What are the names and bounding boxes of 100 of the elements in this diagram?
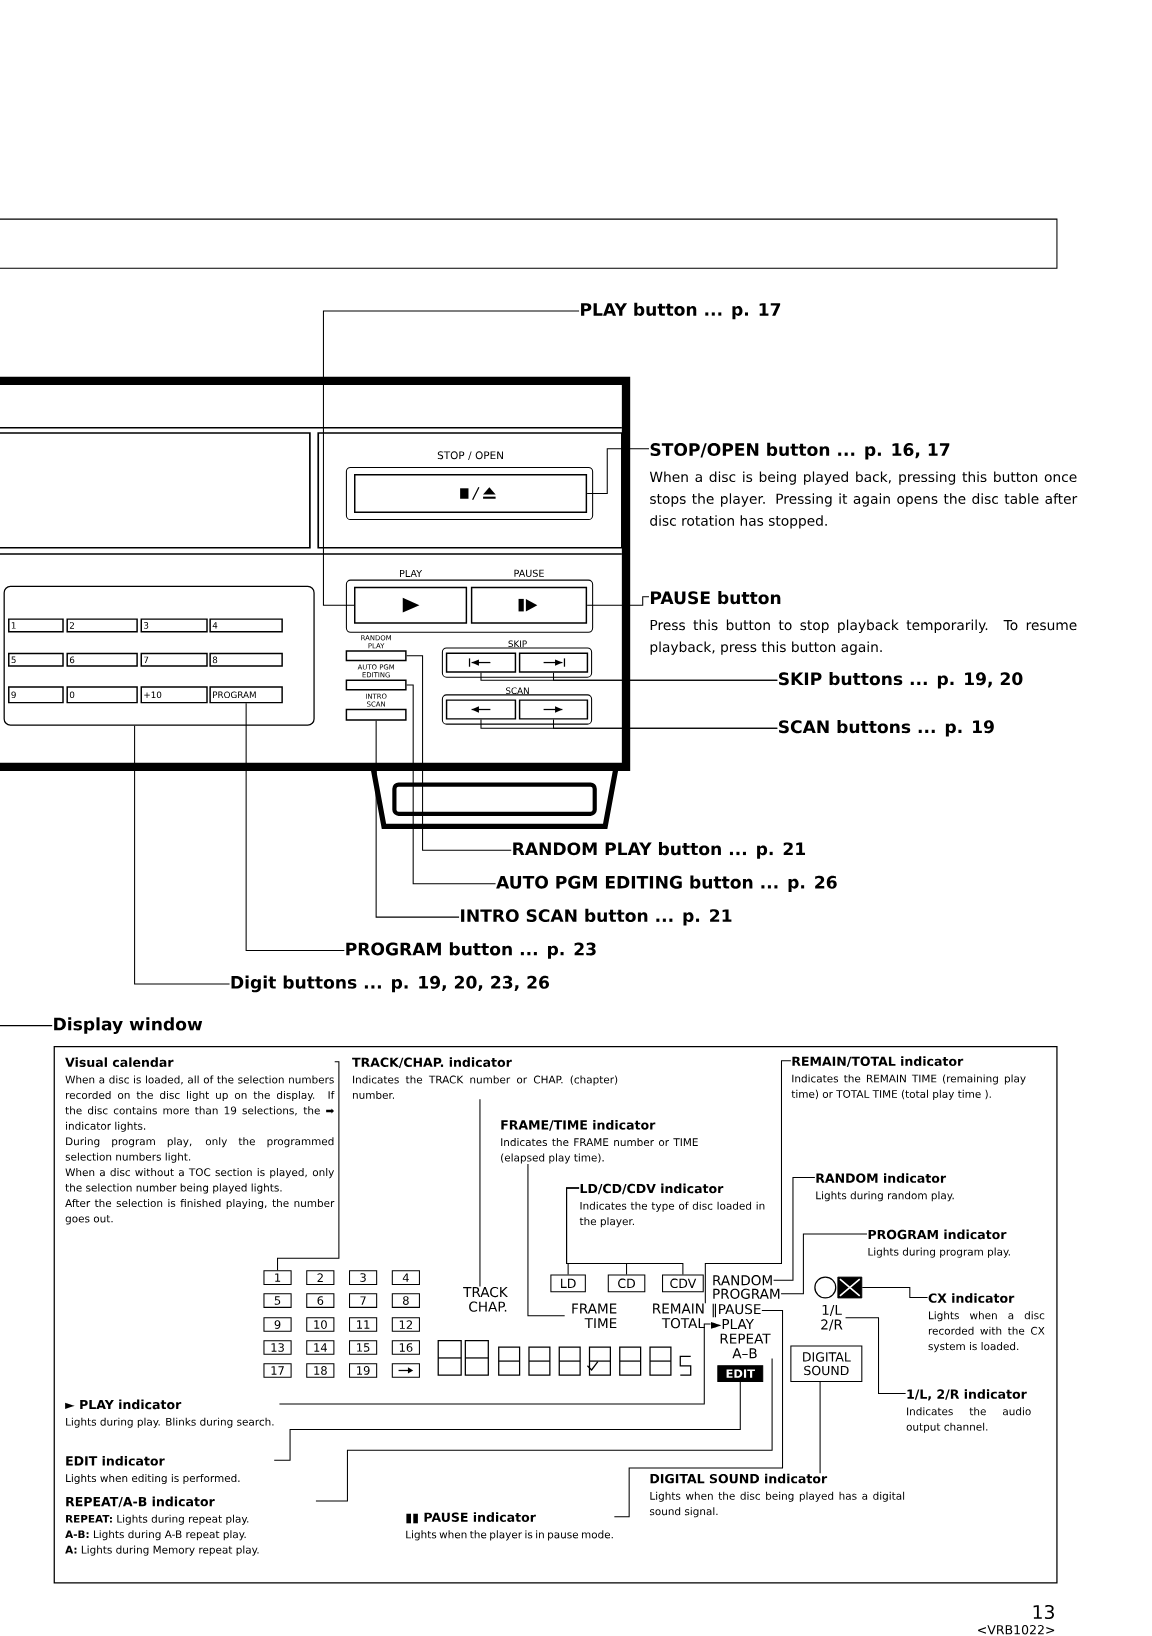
button: PAUSE	[470, 569, 588, 624]
leader-line	[527, 1163, 566, 1317]
indicator-text: ►PLAY	[711, 1319, 755, 1329]
indicator-box: EDIT	[717, 1365, 764, 1382]
callout-text: 1/L, 2/R indicator Indicates the audio output channel.	[906, 1389, 1031, 1433]
leader-line	[845, 1317, 907, 1395]
button-label: SCAN	[506, 687, 529, 695]
calendar-number: 9	[263, 1317, 292, 1332]
callout-text: Digit buttons ... p. 19, 20, 23, 26	[231, 975, 550, 993]
callout-text: INTRO SCAN button ... p. 21	[461, 908, 732, 926]
callout-text: FRAME/TIME indicator Indicates the FRAME number or TIME (elapsed play time).	[501, 1119, 698, 1164]
key: 4	[209, 618, 283, 633]
document-code: <VRB1022>	[978, 1625, 1055, 1635]
callout-text: ▮▮ PAUSE indicator Lights when the player is in pause mode.	[406, 1512, 613, 1541]
indicator-text: RANDOM	[713, 1275, 772, 1286]
calendar-number: 3	[349, 1270, 378, 1285]
leader-line	[553, 672, 778, 681]
leader-line	[323, 310, 580, 606]
button	[445, 699, 517, 720]
calendar-number: 8	[391, 1293, 420, 1308]
key: PROGRAM	[209, 686, 283, 704]
key: 0	[66, 686, 138, 704]
calendar-number: 19	[349, 1363, 378, 1378]
calendar-number: 14	[306, 1340, 335, 1355]
calendar-number: 18	[306, 1363, 335, 1378]
key: 5	[8, 652, 64, 667]
button	[445, 652, 517, 673]
leader-line	[773, 1177, 816, 1281]
calendar-number: 13	[263, 1340, 292, 1355]
leader-line	[375, 720, 460, 918]
indicator-text: REPEAT A–B	[720, 1333, 771, 1359]
indicator-box: DIGITAL SOUND	[790, 1345, 863, 1382]
button: STOP / OPEN	[354, 451, 588, 514]
key: 1	[8, 618, 64, 633]
calendar-number: 5	[263, 1293, 292, 1308]
leader-line	[0, 1025, 53, 1027]
callout-text: PAUSE button Press this button to stop playback temporarily. To resume playback, press this button again.	[650, 591, 1077, 655]
callout-text: SKIP buttons ... p. 19, 20	[779, 672, 1023, 689]
calendar-number: 17	[263, 1363, 292, 1378]
leader-line	[479, 1098, 481, 1287]
key: 2	[66, 618, 138, 633]
callout-text: REPEAT/A-B indicator REPEAT: Lights during repeat play. A-B: Lights during A-B repeat play. A: Lights during Memory repeat play.	[65, 1496, 259, 1556]
callout-text: PLAY button ... p. 17	[581, 302, 781, 320]
key: 6	[66, 652, 138, 667]
leader-line	[245, 702, 345, 952]
leader-line	[273, 1381, 741, 1461]
node-label: PAUSE	[514, 569, 544, 577]
leader-line	[553, 719, 778, 729]
callout-text: PROGRAM button ... p. 23	[346, 942, 596, 959]
callout-text: CX indicator Lights when a disc recorded with the CX system is loaded.	[928, 1293, 1045, 1353]
callout-text: EDIT indicator Lights when editing is performed.	[66, 1455, 240, 1485]
leader-line	[315, 1358, 773, 1502]
leader-line	[613, 1309, 784, 1518]
indicator-text: TRACK CHAP.	[463, 1286, 509, 1312]
indicator-text: REMAIN TOTAL	[653, 1303, 705, 1329]
leader-line	[586, 448, 650, 495]
calendar-number: 1	[263, 1270, 292, 1285]
callout-text: PROGRAM indicator Lights during program play.	[868, 1229, 1010, 1258]
indicator-text: ‖PAUSE	[712, 1303, 761, 1318]
calendar-number: 16	[391, 1340, 420, 1355]
key: 9	[8, 686, 64, 704]
callout-text: AUTO PGM EDITING button ... p. 26	[496, 875, 837, 893]
leader-line	[861, 1287, 929, 1299]
calendar-number: 6	[306, 1293, 335, 1308]
page-number: 13	[1033, 1604, 1055, 1620]
node-label: STOP / OPEN	[437, 451, 504, 461]
key: 7	[140, 652, 208, 667]
indicator-box: CDV	[662, 1274, 704, 1293]
keypad-panel	[3, 585, 315, 726]
callout-text: DIGITAL SOUND indicator Lights when the disc being played has a digital sound signal.	[650, 1473, 905, 1518]
key: 8	[209, 652, 283, 667]
calendar-number: 2	[306, 1270, 335, 1285]
button-label: SKIP	[508, 640, 527, 648]
callout-text: ► PLAY indicator Lights during play. Blinks during search.	[65, 1399, 274, 1428]
button	[518, 652, 589, 673]
leader-line	[406, 684, 497, 885]
leader-line	[406, 655, 512, 851]
indicator-box: LD	[550, 1274, 586, 1293]
callout-text: STOP/OPEN button ... p. 16, 17 When a disc is being played back, pressing this button once stops the player. Pressing it again opens the disc table after disc rotation has stopped.	[649, 442, 1078, 529]
callout-text: REMAIN/TOTAL indicator Indicates the REMAIN TIME (remaining play time) or TOTAL TIME (total play time ).	[791, 1056, 1026, 1100]
leader-line	[819, 1381, 821, 1474]
key: +10	[140, 686, 208, 704]
arrow-indicator	[391, 1363, 420, 1378]
leader-line	[566, 1187, 684, 1275]
callout-text: SCAN buttons ... p. 19	[779, 720, 994, 737]
calendar-number: 7	[349, 1293, 378, 1308]
callout-text: Visual calendar When a disc is loaded, all of the selection numbers recorded on the disc light up on the display. If the disc contains more than 19 selections, the ➡ indicator lights. During program play, only the programmed selection numbers light. When a disc without a TOC section is played, only the selection number being played lights. After the selection is finished playing, the number goes out.	[65, 1057, 335, 1225]
calendar-number: 4	[391, 1270, 420, 1285]
button: PLAY	[354, 569, 468, 624]
calendar-number: 11	[349, 1317, 378, 1332]
indicator-text: PROGRAM	[713, 1288, 780, 1299]
leader-line	[586, 596, 650, 606]
callout-text: LD/CD/CDV indicator Indicates the type of disc loaded in the player.	[579, 1183, 765, 1228]
callout-text: RANDOM indicator Lights during random play.	[816, 1173, 954, 1202]
callout-text: TRACK/CHAP. indicator Indicates the TRACK number or CHAP. (chapter) number.	[352, 1057, 618, 1099]
leader-line	[134, 725, 231, 985]
indicator-text: FRAME TIME	[572, 1303, 617, 1329]
leader-line	[704, 1060, 792, 1304]
leader-line	[278, 1323, 712, 1405]
node-label: PLAY	[400, 569, 423, 577]
